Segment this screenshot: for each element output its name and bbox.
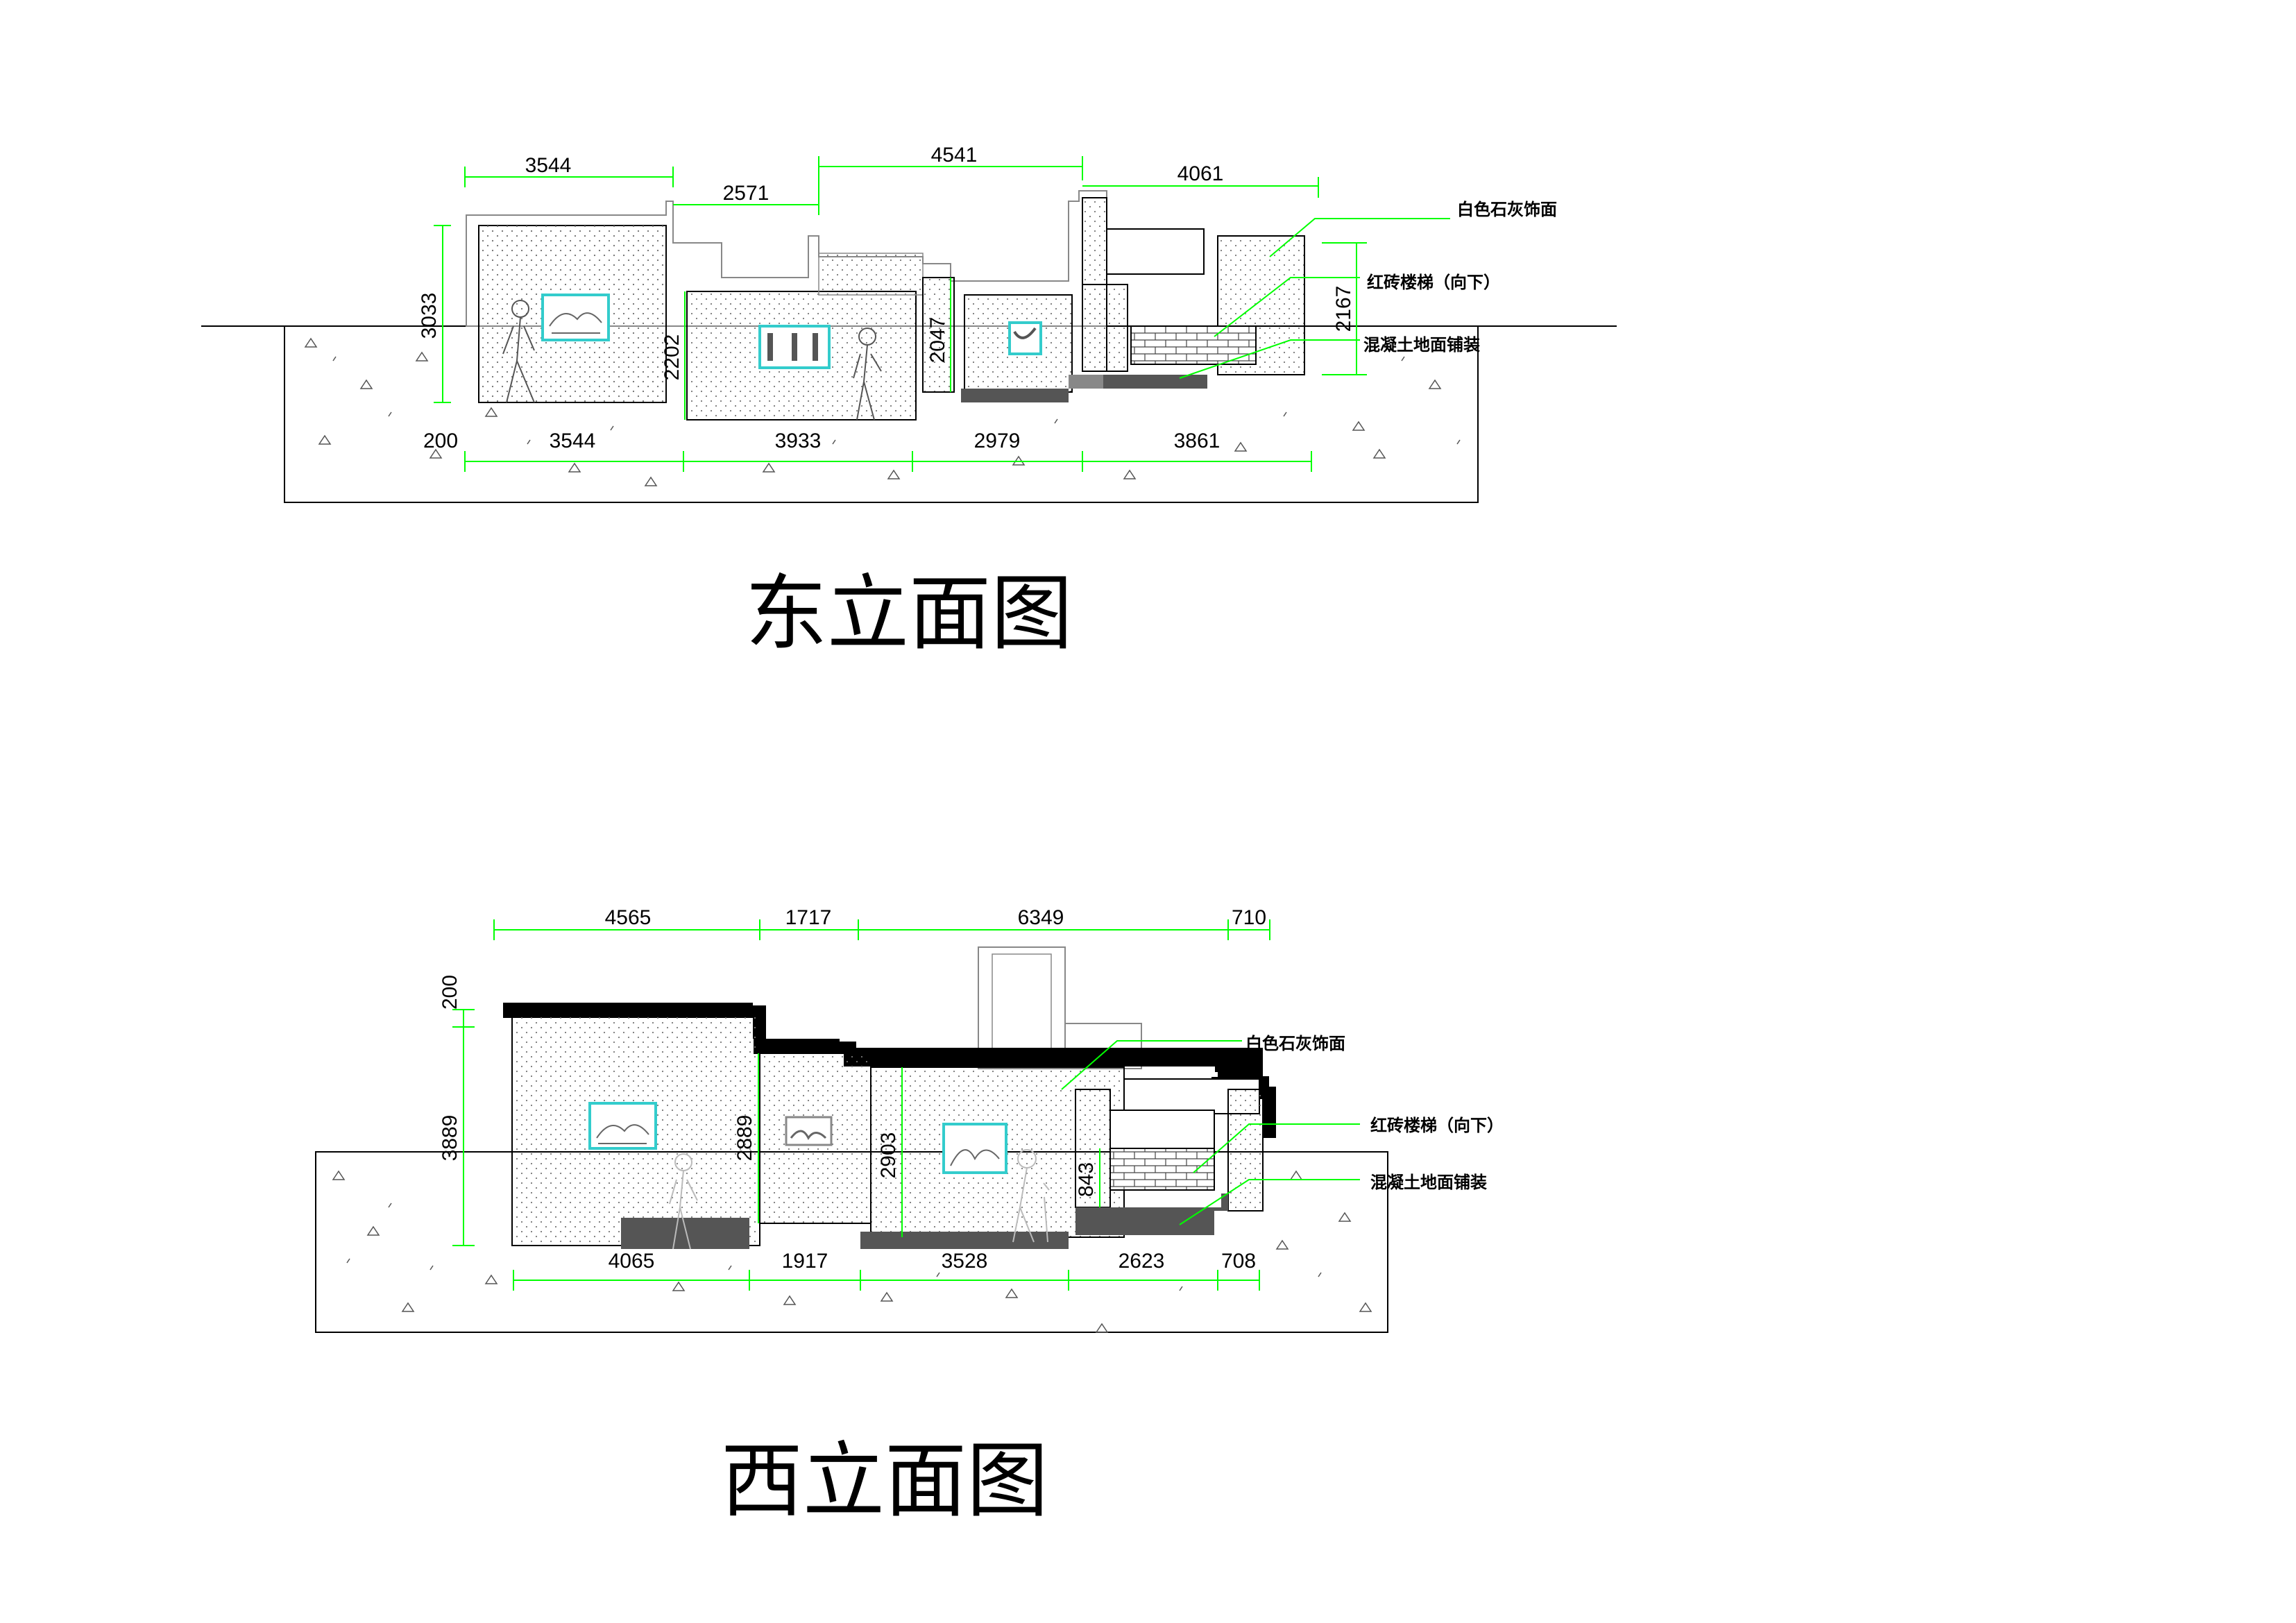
east-wall-panel-4 [1082, 284, 1128, 372]
east-dim-bottom-3: 3933 [775, 430, 822, 452]
west-dim-top-4: 710 [1232, 906, 1266, 929]
west-paving-2 [860, 1232, 1069, 1249]
west-dim-vert-3: 2889 [733, 1115, 756, 1162]
east-dim-vert-3: 2047 [926, 317, 949, 364]
west-paving-3 [1075, 1193, 1228, 1235]
east-dim-top-2: 2571 [723, 182, 769, 205]
east-elevation: 3544 2571 4541 4061 200 3544 3933 2979 3… [201, 144, 1617, 661]
east-upper-step-1 [818, 253, 924, 296]
east-dim-vert-1: 3033 [418, 293, 441, 339]
west-note-brick-stair: 红砖楼梯（向下） [1370, 1116, 1504, 1135]
east-human-figure-1 [502, 300, 535, 403]
west-brick-stair [1109, 1148, 1215, 1191]
west-human-figure-1 [669, 1153, 698, 1250]
east-elevation-title: 东立面图 [745, 566, 1073, 661]
west-pillar [1075, 1089, 1111, 1208]
east-human-figure-2 [853, 328, 882, 420]
west-dim-bottom-2: 1917 [782, 1250, 828, 1273]
west-dim-top-2: 1717 [785, 906, 832, 929]
east-dim-bottom-2: 3544 [550, 430, 596, 452]
west-dim-vert-5: 843 [1075, 1162, 1098, 1197]
west-paving-1 [621, 1218, 749, 1249]
east-paving-step [1069, 375, 1103, 389]
east-note-concrete-paving: 混凝土地面铺装 [1363, 335, 1480, 355]
east-earth-hatch [304, 337, 1461, 486]
west-material-notes: 白色石灰饰面 红砖楼梯（向下） 混凝土地面铺装 [1245, 1034, 1504, 1192]
east-upper-box [1106, 228, 1205, 275]
east-wall-panel-2 [686, 291, 917, 420]
west-dim-bottom-5: 708 [1221, 1250, 1256, 1273]
west-mural-frame-2 [785, 1116, 833, 1146]
west-dim-vert-4: 2903 [877, 1132, 900, 1179]
west-dim-bottom-4: 2623 [1119, 1250, 1165, 1273]
east-dimension-labels: 3544 2571 4541 4061 200 3544 3933 2979 3… [418, 144, 1355, 452]
west-dim-top-3: 6349 [1018, 906, 1064, 929]
east-dimension-lines [434, 156, 1450, 472]
west-elevation: 4565 1717 6349 710 4065 1917 3528 2623 7… [315, 906, 1504, 1529]
west-dim-vert-2: 3889 [439, 1115, 461, 1162]
west-wall-panel-4 [1227, 1089, 1264, 1212]
east-material-notes: 白色石灰饰面 红砖楼梯（向下） 混凝土地面铺装 [1363, 200, 1557, 355]
east-dim-bottom-4: 2979 [974, 430, 1021, 452]
east-note-lime-finish: 白色石灰饰面 [1457, 200, 1557, 219]
west-dim-bottom-3: 3528 [942, 1250, 988, 1273]
west-note-concrete-paving: 混凝土地面铺装 [1370, 1173, 1487, 1192]
east-dim-vert-2: 2202 [661, 334, 683, 381]
west-dim-bottom-1: 4065 [609, 1250, 655, 1273]
east-dim-bottom-5: 3861 [1174, 430, 1221, 452]
west-dim-vert-1: 200 [439, 975, 461, 1010]
east-narrow-wall [922, 277, 955, 393]
west-mural-frame-1 [588, 1102, 657, 1150]
east-dim-top-1: 3544 [525, 154, 572, 177]
west-mural-frame-3 [942, 1123, 1007, 1174]
west-elevation-title: 西立面图 [721, 1433, 1048, 1529]
west-note-lime-finish: 白色石灰饰面 [1245, 1034, 1345, 1053]
west-earth-hatch [332, 1170, 1372, 1333]
east-paving-1 [961, 389, 1069, 402]
east-dim-bottom-1: 200 [423, 430, 458, 452]
west-human-figure-2 [1012, 1149, 1050, 1243]
east-note-brick-stair: 红砖楼梯（向下） [1367, 273, 1500, 292]
east-brick-stair [1130, 325, 1257, 365]
west-dim-top-1: 4565 [605, 906, 652, 929]
west-dimension-labels: 4565 1717 6349 710 4065 1917 3528 2623 7… [439, 906, 1266, 1273]
east-dim-top-3: 4541 [931, 144, 978, 167]
west-dimension-lines [452, 919, 1360, 1291]
east-dim-top-4: 4061 [1177, 162, 1224, 185]
east-paving-2 [1103, 375, 1207, 389]
east-dim-vert-4: 2167 [1332, 286, 1355, 332]
